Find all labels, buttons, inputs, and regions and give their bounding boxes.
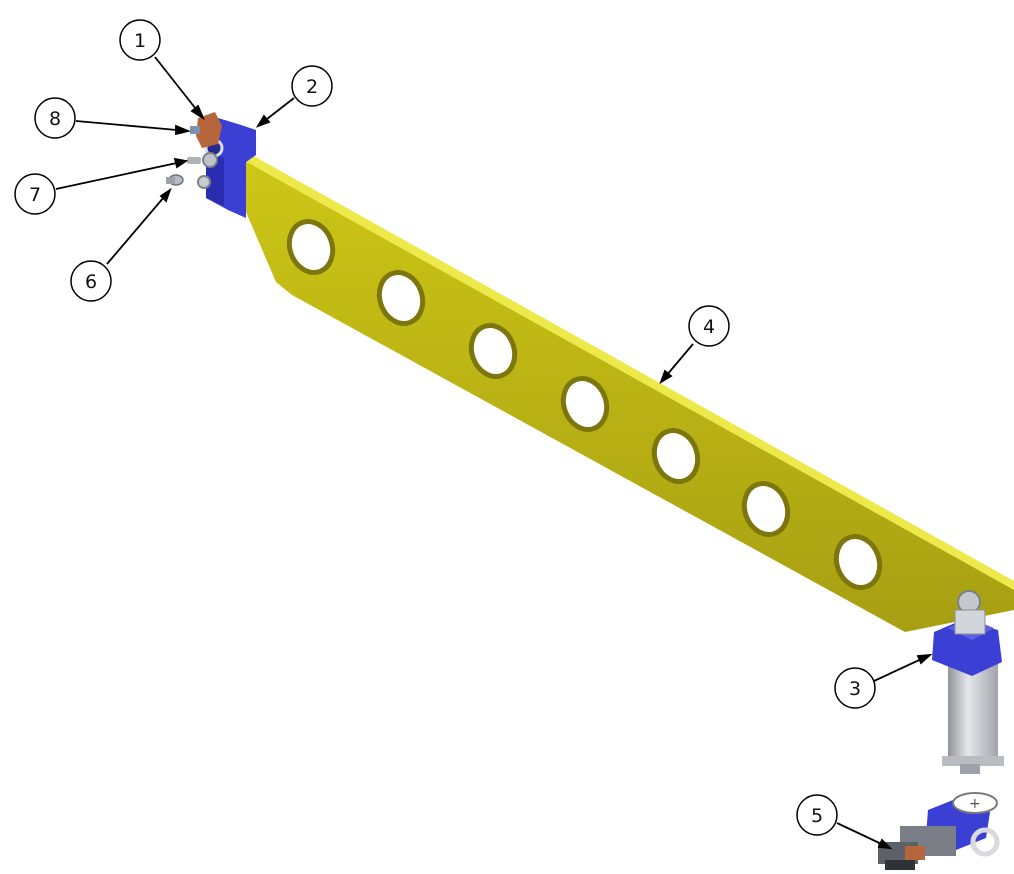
- balloon-7: 7: [14, 173, 56, 215]
- balloon-5: 5: [796, 794, 838, 836]
- arm-hole: [560, 376, 610, 432]
- balloon-2-label: 2: [306, 76, 318, 98]
- leader-lines: [55, 56, 933, 850]
- balloon-6: 6: [70, 260, 112, 302]
- cylinder-cap: [942, 756, 1004, 766]
- bolt-head: [202, 152, 218, 168]
- balloon-1: 1: [119, 19, 161, 61]
- washer-7: [187, 157, 201, 164]
- valve-dial-plus: +: [969, 796, 981, 812]
- clevis-block: [954, 609, 986, 635]
- cylinder-barrel: [948, 660, 998, 765]
- arm-hole: [741, 481, 791, 537]
- valve-port: [885, 860, 915, 870]
- arm-hole: [286, 219, 336, 275]
- balloon-4-label: 4: [703, 316, 715, 338]
- arm-hole: [376, 270, 426, 326]
- leader-8: [75, 120, 189, 132]
- arm-plate-body: [218, 140, 1014, 632]
- balloon-8: 8: [34, 97, 76, 139]
- balloon-5-label: 5: [811, 805, 823, 827]
- copper-shim: [196, 112, 222, 148]
- balloon-3: 3: [834, 667, 876, 709]
- arm-hole: [651, 428, 701, 484]
- balloon-6-label: 6: [85, 271, 97, 293]
- screw-6: [166, 174, 184, 186]
- balloon-3-label: 3: [849, 678, 861, 700]
- nut: [197, 175, 211, 189]
- leader-6: [106, 189, 171, 265]
- washer-8: [190, 126, 200, 134]
- arm-plate: [218, 136, 1014, 632]
- valve-assembly: +: [878, 792, 1000, 870]
- cylinder-assembly: [932, 590, 1004, 774]
- valve-ring: [970, 827, 1000, 857]
- balloon-4: 4: [688, 305, 730, 347]
- arm-plate-top-edge: [218, 136, 1014, 590]
- balloon-1-label: 1: [134, 30, 146, 52]
- arm-hole: [468, 323, 518, 379]
- balloon-7-label: 7: [29, 184, 41, 206]
- valve-dial: [952, 792, 998, 814]
- leader-7: [55, 160, 187, 190]
- valve-copper: [905, 846, 925, 860]
- balloon-8-label: 8: [49, 108, 61, 130]
- cylinder-rod-base: [960, 764, 980, 774]
- balloon-2: 2: [291, 65, 333, 107]
- arm-hole: [833, 534, 883, 590]
